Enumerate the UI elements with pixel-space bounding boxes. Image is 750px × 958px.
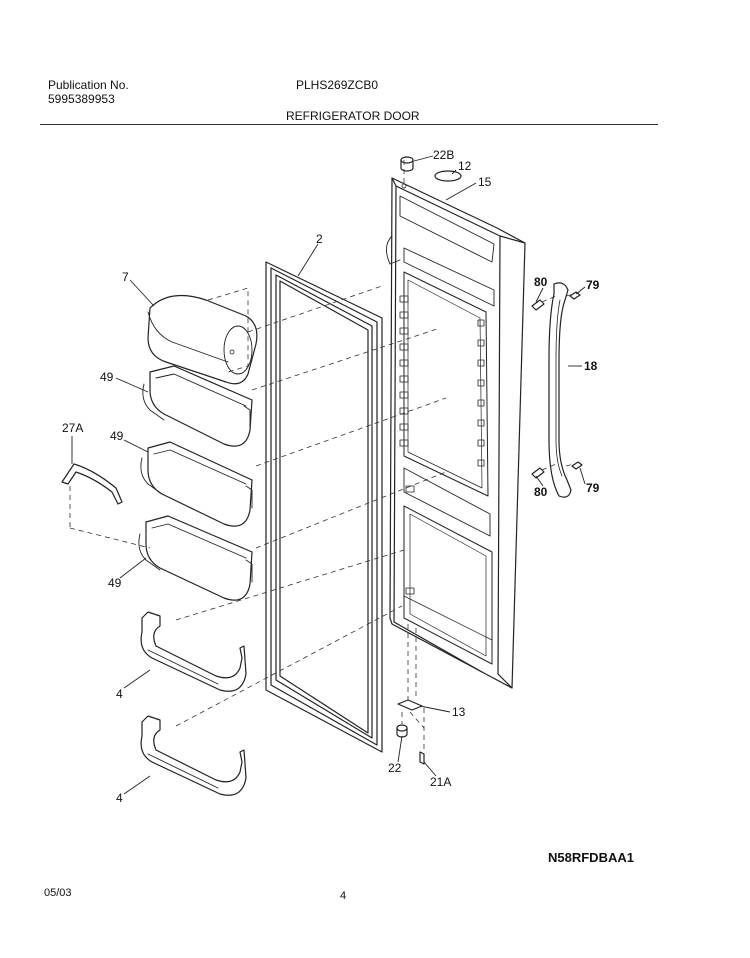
callout-15: 15 [478,175,492,189]
callout-13: 13 [452,705,466,719]
footer-date: 05/03 [44,887,72,899]
callout-4-upper: 4 [116,687,123,701]
screw-21a [419,751,425,765]
publication-number: 5995389953 [48,92,115,106]
callout-22b: 22B [433,148,454,162]
hinge-cap-22b [400,156,414,172]
cap-79-bottom [571,461,583,470]
section-title: REFRIGERATOR DOOR [286,109,420,123]
model-number: PLHS269ZCB0 [296,78,379,92]
door-shelf-4-lower [140,715,247,796]
callout-12: 12 [458,159,472,173]
callout-22: 22 [388,761,402,775]
door-gasket [265,261,383,753]
callout-49-bottom: 49 [108,576,122,590]
diagram-code: N58RFDBAA1 [548,850,634,865]
cap-79-top [569,291,581,300]
door-bin-49-top [142,365,253,447]
door-bin-49-bottom [138,515,253,601]
callout-2: 2 [316,232,323,246]
hinge-13 [397,699,423,711]
callout-4-lower: 4 [116,791,123,805]
door-shelf-4-upper [140,611,247,692]
door-bin-49-middle [140,441,253,527]
callout-27a: 27A [62,421,83,435]
callout-49-top: 49 [100,370,114,384]
publication-label: Publication No. [48,78,129,92]
callout-18: 18 [584,359,598,373]
callout-79-bottom: 79 [586,481,600,495]
screw-80-top [531,299,545,311]
door-handle [548,282,572,498]
dairy-door [147,294,258,385]
callout-80-top: 80 [534,275,548,289]
callout-80-bottom: 80 [534,485,548,499]
bracket-27a [61,463,123,505]
callout-7: 7 [122,270,129,284]
plug-12 [434,170,462,182]
bushing-22 [396,724,408,738]
callout-49-middle: 49 [110,429,124,443]
callout-79-top: 79 [586,278,600,292]
callout-21a: 21A [430,775,451,789]
screw-80-bottom [531,467,545,479]
header-divider [40,124,658,125]
door-outer-panel [386,177,526,689]
page-number: 4 [340,890,347,902]
